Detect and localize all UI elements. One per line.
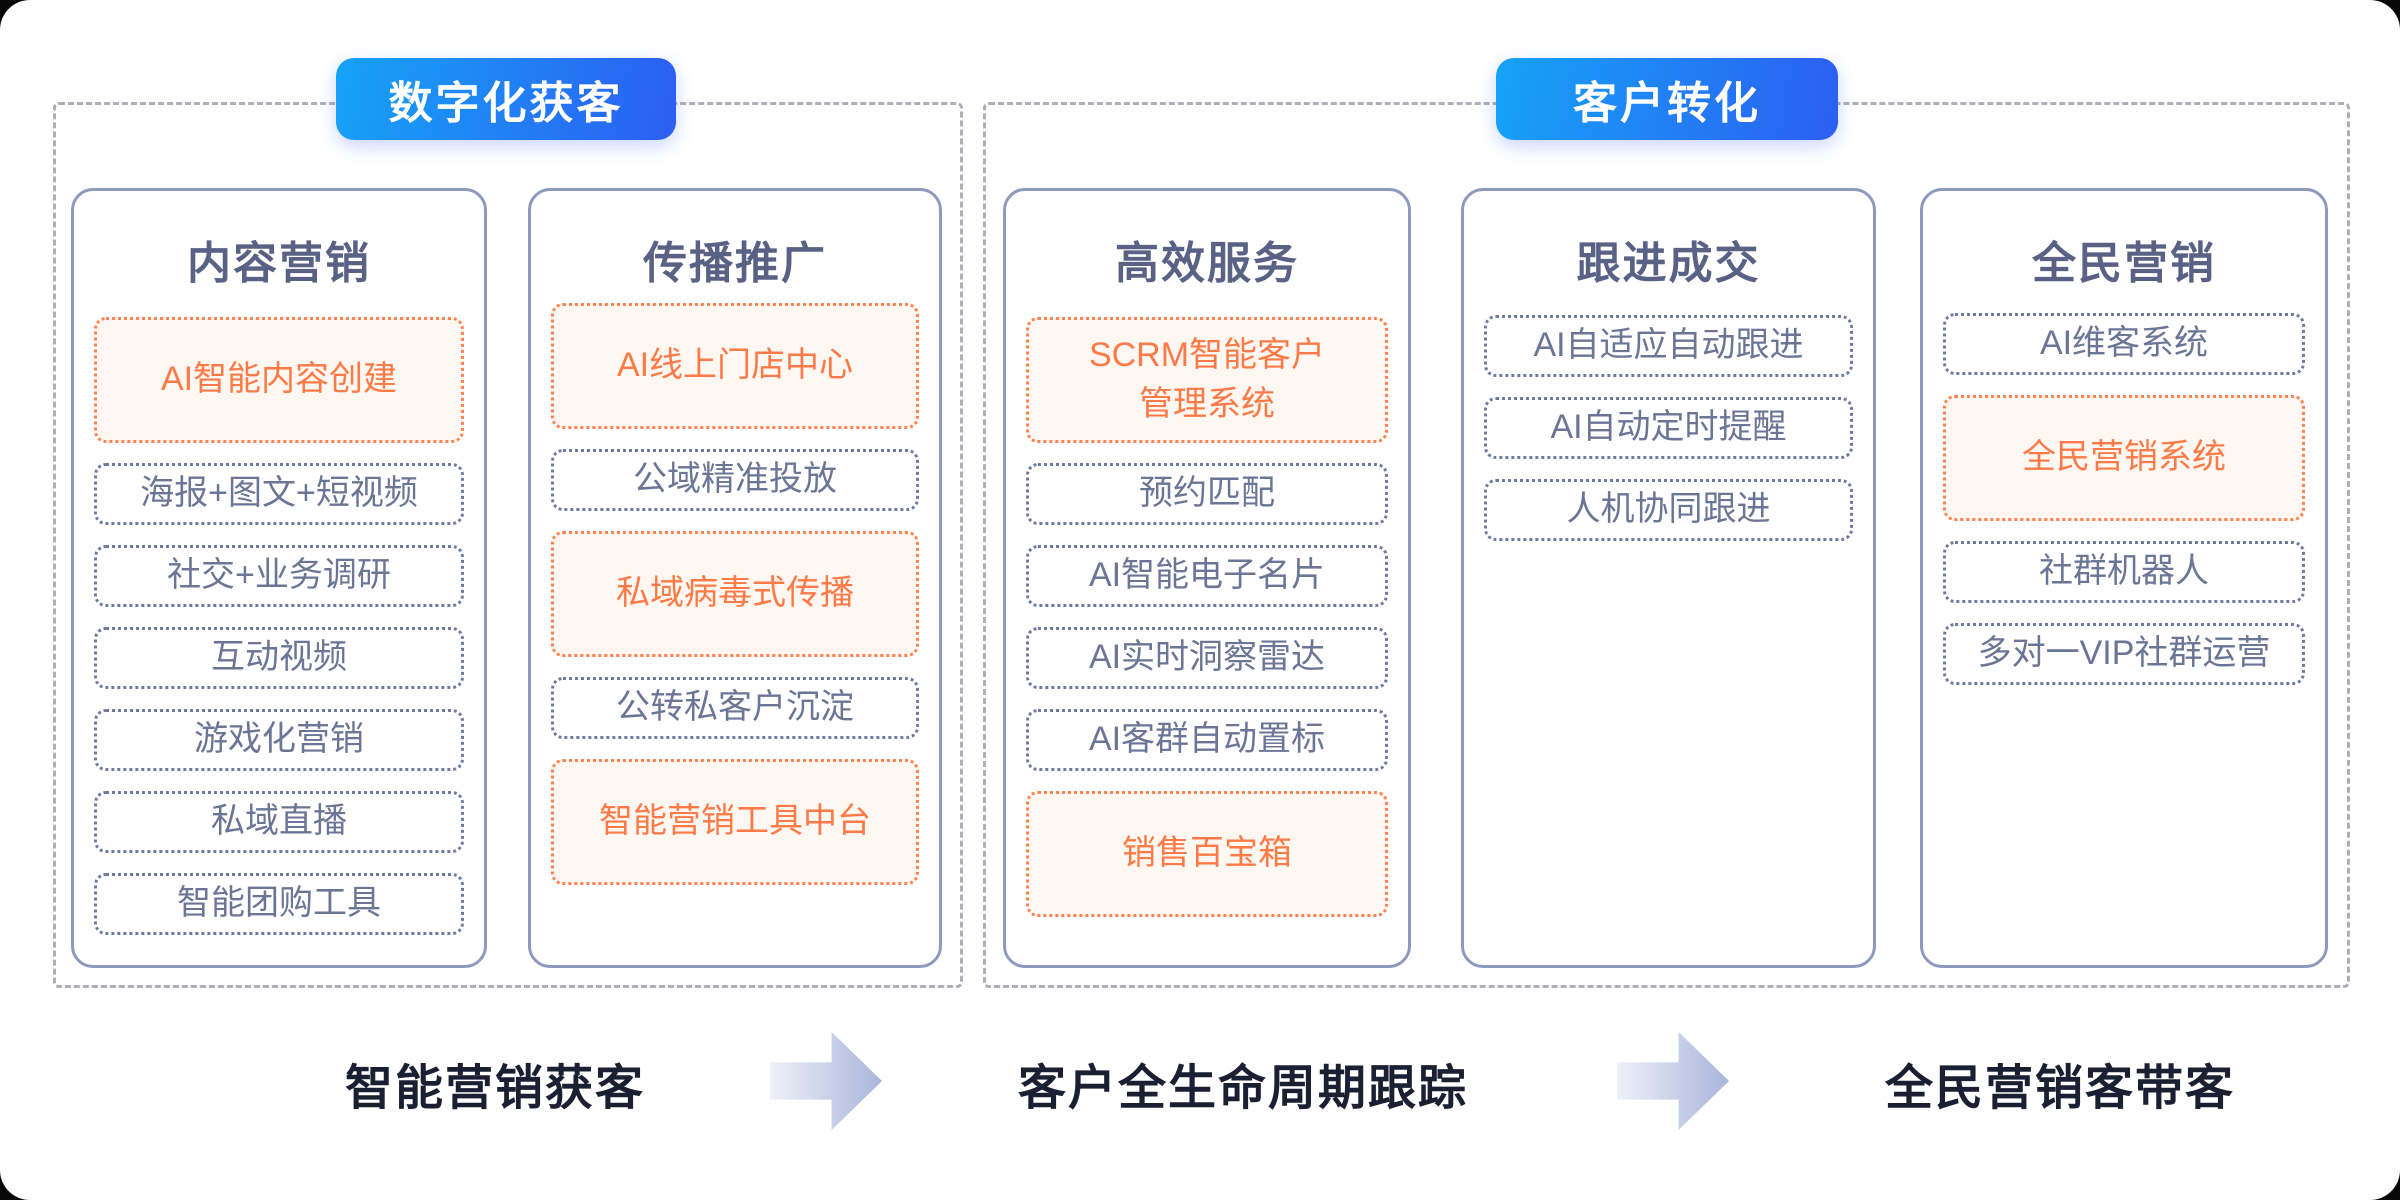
feature-item-highlight: 全民营销系统 <box>1943 395 2305 521</box>
column-title: 跟进成交 <box>1576 239 1761 288</box>
feature-item: 社群机器人 <box>1943 541 2305 603</box>
feature-item: AI智能电子名片 <box>1026 545 1388 607</box>
feature-item: AI实时洞察雷达 <box>1026 627 1388 689</box>
column-title: 全民营销 <box>2032 239 2216 288</box>
feature-item: 游戏化营销 <box>94 709 464 771</box>
feature-item: 互动视频 <box>94 627 464 689</box>
item-list: AI维客系统全民营销系统社群机器人多对一VIP社群运营 <box>1943 313 2305 685</box>
item-list: AI线上门店中心公域精准投放私域病毒式传播公转私客户沉淀智能营销工具中台 <box>551 303 919 885</box>
feature-item: AI维客系统 <box>1943 313 2305 375</box>
feature-item: 预约匹配 <box>1026 463 1388 525</box>
feature-item: AI客群自动置标 <box>1026 709 1388 771</box>
feature-item-highlight: 智能营销工具中台 <box>551 759 919 885</box>
feature-item: 社交+业务调研 <box>94 545 464 607</box>
flow-arrow-icon <box>1617 1032 1729 1130</box>
flow-step-referral-marketing: 全民营销客带客 <box>1884 1062 2236 1115</box>
flow-step-smart-acquisition: 智能营销获客 <box>344 1062 646 1115</box>
feature-item-highlight: 销售百宝箱 <box>1026 791 1388 917</box>
badge-digital-acquisition: 数字化获客 <box>336 58 676 140</box>
column-spread-promotion: 传播推广 AI线上门店中心公域精准投放私域病毒式传播公转私客户沉淀智能营销工具中… <box>528 188 942 968</box>
item-list: SCRM智能客户 管理系统预约匹配 AI智能电子名片 AI实时洞察雷达 AI客群自动置… <box>1026 317 1388 917</box>
feature-item-highlight: AI线上门店中心 <box>551 303 919 429</box>
column-title: 内容营销 <box>187 239 371 288</box>
column-all-staff-marketing: 全民营销 AI维客系统全民营销系统社群机器人多对一VIP社群运营 <box>1920 188 2328 968</box>
feature-item: 公域精准投放 <box>551 449 919 511</box>
feature-item: AI自适应自动跟进 <box>1484 315 1853 377</box>
feature-item-highlight: 私域病毒式传播 <box>551 531 919 657</box>
column-content-marketing: 内容营销 AI智能内容创建海报+图文+短视频社交+业务调研互动视频游戏化营销私域… <box>71 188 487 968</box>
feature-item: 海报+图文+短视频 <box>94 463 464 525</box>
column-efficient-service: 高效服务 SCRM智能客户 管理系统预约匹配 AI智能电子名片 AI实时洞察雷达 AI… <box>1003 188 1411 968</box>
feature-item-highlight: SCRM智能客户 管理系统 <box>1026 317 1388 443</box>
column-follow-up-deal: 跟进成交 AI自适应自动跟进 AI自动定时提醒人机协同跟进 <box>1461 188 1876 968</box>
feature-item: 私域直播 <box>94 791 464 853</box>
feature-item: 智能团购工具 <box>94 873 464 935</box>
feature-item-highlight: AI智能内容创建 <box>94 317 464 443</box>
item-list: AI自适应自动跟进 AI自动定时提醒人机协同跟进 <box>1484 315 1853 541</box>
item-list: AI智能内容创建海报+图文+短视频社交+业务调研互动视频游戏化营销私域直播智能团… <box>94 317 464 935</box>
flow-step-lifecycle-tracking: 客户全生命周期跟踪 <box>1017 1062 1469 1115</box>
feature-item: 多对一VIP社群运营 <box>1943 623 2305 685</box>
feature-item: 公转私客户沉淀 <box>551 677 919 739</box>
feature-item: AI自动定时提醒 <box>1484 397 1853 459</box>
badge-customer-conversion: 客户转化 <box>1496 58 1838 140</box>
column-title: 高效服务 <box>1115 239 1299 288</box>
feature-item: 人机协同跟进 <box>1484 479 1853 541</box>
column-title: 传播推广 <box>643 239 827 288</box>
flow-arrow-icon <box>770 1032 882 1130</box>
